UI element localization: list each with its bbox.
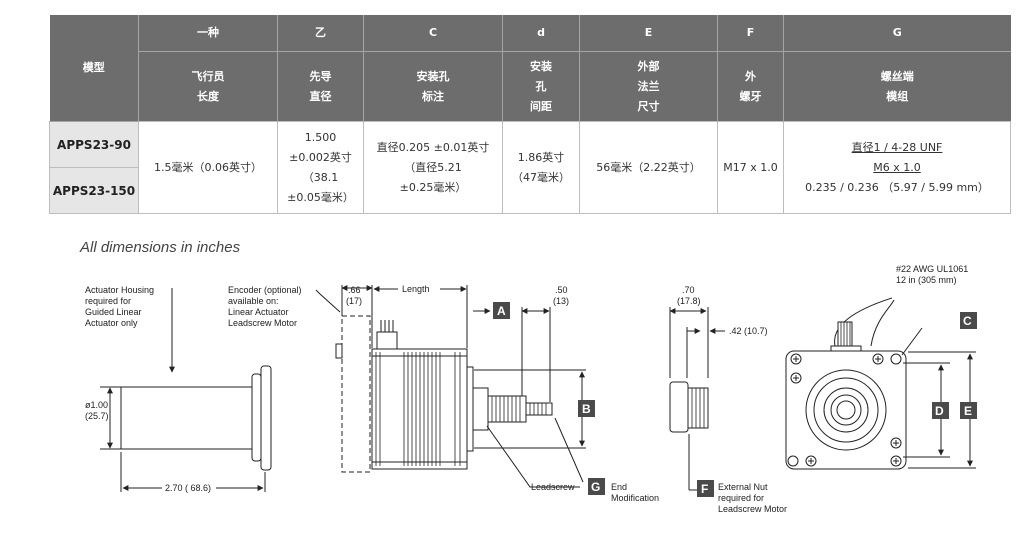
col-desc-screw-end: 螺丝端 模组 [783, 51, 1011, 122]
model-cell-90: APPS23-90 [49, 121, 139, 168]
box-c: C [960, 312, 977, 329]
leadscrew-label: Leadscrew [531, 482, 575, 492]
encoder-note-4: Leadscrew Motor [228, 318, 297, 328]
motor-side-view: Encoder (optional) available on: Linear … [228, 284, 659, 503]
housing-note-2: required for [85, 296, 131, 306]
dim-070-mm: (17.8) [677, 296, 701, 306]
model-header: 模型 [49, 15, 139, 122]
svg-text:D: D [935, 404, 944, 418]
encoder-note-3: Linear Actuator [228, 307, 289, 317]
box-f: F [697, 480, 714, 497]
screw-end-cell: 直径1 / 4-28 UNF M6 x 1.0 0.235 / 0.236 （5… [783, 121, 1011, 214]
housing-length: 2.70 ( 68.6) [165, 483, 211, 493]
dim-042: .42 (10.7) [729, 326, 768, 336]
box-b: B [578, 400, 595, 417]
dim-066-mm: (17) [346, 296, 362, 306]
col-letter-g: G [783, 15, 1011, 52]
wire-note-1: #22 AWG UL1061 [896, 264, 968, 274]
box-g: G [588, 478, 605, 495]
spec-table: 模型 一种 乙 C d E F G 飞行员 长度 先导 直径 安装孔 标注 安装… [49, 15, 1011, 214]
dim-070: .70 [682, 285, 695, 295]
col-letter-d: d [502, 15, 580, 52]
housing-dia: ø1.00 [85, 400, 108, 410]
encoder-note-2: available on: [228, 296, 279, 306]
screw-end-prefix: 直径 [851, 140, 874, 154]
dim-066: .66 [348, 285, 361, 295]
motor-front-view: #22 AWG UL1061 12 in (305 mm) [785, 264, 976, 470]
housing-dia-mm: (25.7) [85, 411, 109, 421]
screw-end-dia: 0.235 / 0.236 （5.97 / 5.99 mm） [805, 180, 989, 194]
housing-note-3: Guided Linear [85, 307, 142, 317]
col-desc-pilot-length: 飞行员 长度 [138, 51, 278, 122]
encoder-note-1: Encoder (optional) [228, 285, 302, 295]
actuator-housing: Actuator Housing required for Guided Lin… [85, 285, 272, 493]
col-desc-pilot-diameter: 先导 直径 [277, 51, 364, 122]
svg-text:C: C [963, 314, 972, 328]
svg-text:B: B [582, 402, 591, 416]
end-mod-2: Modification [611, 493, 659, 503]
mounting-hole-cell: 直径0.205 ±0.01英寸 （直径5.21 ±0.25毫米） [363, 121, 503, 214]
col-letter-a: 一种 [138, 15, 278, 52]
svg-text:F: F [701, 482, 708, 496]
housing-note-4: Actuator only [85, 318, 138, 328]
ext-nut-2: required for [718, 493, 764, 503]
col-letter-b: 乙 [277, 15, 364, 52]
ext-nut-3: Leadscrew Motor [718, 504, 787, 514]
housing-note-1: Actuator Housing [85, 285, 154, 295]
model-cell-150: APPS23-150 [49, 167, 139, 214]
dimension-drawing: Actuator Housing required for Guided Lin… [85, 264, 977, 514]
col-letter-c: C [363, 15, 503, 52]
svg-text:E: E [964, 404, 972, 418]
screw-end-unf-link[interactable]: 1 / 4-28 UNF [873, 140, 943, 154]
svg-text:G: G [591, 480, 600, 494]
pilot-length-cell: 1.5毫米（0.06英寸） [138, 121, 278, 214]
dim-050: .50 [555, 285, 568, 295]
col-desc-hole-spacing: 安装 孔 间距 [502, 51, 580, 122]
box-a: A [493, 302, 510, 319]
end-mod-1: End [611, 482, 627, 492]
col-desc-flange-size: 外部 法兰 尺寸 [579, 51, 718, 122]
external-nut-view: .70 (17.8) .42 (10.7) External Nut requi… [669, 285, 787, 514]
box-e: E [960, 402, 977, 419]
length-label: Length [402, 284, 430, 294]
col-desc-external-thread: 外 螺牙 [717, 51, 784, 122]
box-d: D [932, 402, 949, 419]
external-thread-cell: M17 x 1.0 [717, 121, 784, 214]
col-letter-f: F [717, 15, 784, 52]
screw-end-metric-link[interactable]: M6 x 1.0 [873, 160, 921, 174]
wire-note-2: 12 in (305 mm) [896, 275, 957, 285]
hole-spacing-cell: 1.86英寸 （47毫米） [502, 121, 580, 214]
col-letter-e: E [579, 15, 718, 52]
svg-text:A: A [497, 304, 506, 318]
col-desc-mounting-hole: 安装孔 标注 [363, 51, 503, 122]
dim-050-mm: (13) [553, 296, 569, 306]
ext-nut-1: External Nut [718, 482, 768, 492]
drawing-caption: All dimensions in inches [80, 239, 241, 256]
pilot-diameter-cell: 1.500 ±0.002英寸 （38.1 ±0.05毫米） [277, 121, 364, 214]
flange-size-cell: 56毫米（2.22英寸） [579, 121, 718, 214]
